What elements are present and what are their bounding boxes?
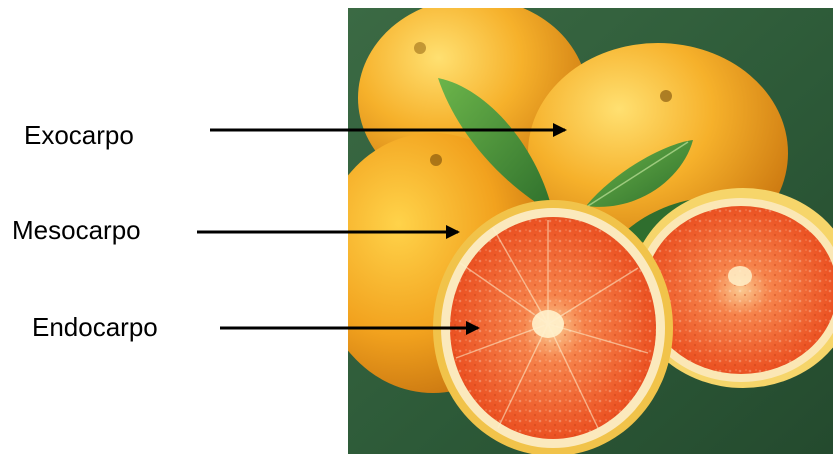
endocarp-label: Endocarpo — [32, 314, 158, 340]
mesocarp-label: Mesocarpo — [12, 217, 141, 243]
exocarp-label: Exocarpo — [24, 122, 134, 148]
